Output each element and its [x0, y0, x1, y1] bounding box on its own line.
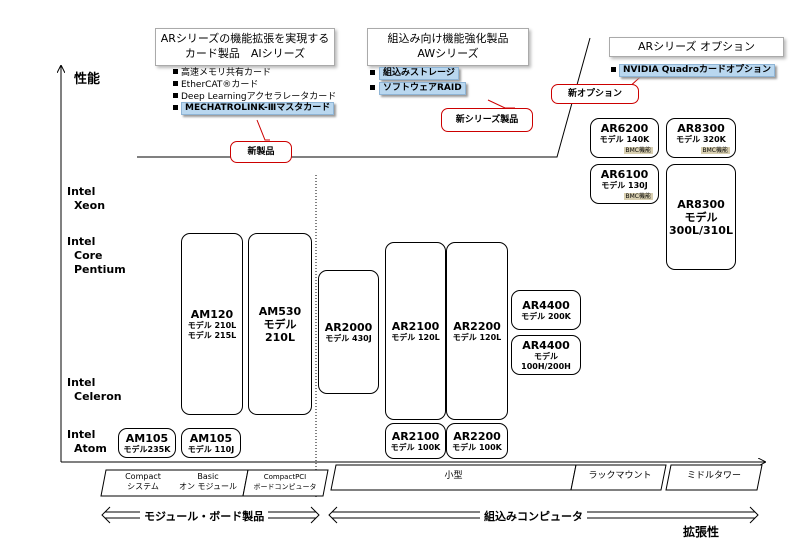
- bmc-badge: BMC機能: [623, 193, 653, 200]
- ai-item-4-highlight: MECHATROLINK-Ⅲマスタカード: [181, 102, 335, 115]
- bmc-badge: BMC機能: [700, 147, 730, 154]
- category-midtower: ミドルタワー: [686, 471, 741, 481]
- aw-item-1-highlight: 組込みストレージ: [379, 67, 459, 80]
- category-basic-module: Basic オン モジュール: [179, 472, 237, 491]
- category-compact-system: Compact システム: [125, 472, 161, 491]
- category-small: 小型: [444, 471, 463, 481]
- ai-item-4-bullet: [173, 104, 181, 115]
- x-axis-label: 拡張性: [683, 525, 720, 539]
- ai-item-2: EtherCAT®カード: [173, 80, 258, 91]
- callout-new-option: 新オプション: [551, 84, 639, 104]
- option-item-highlight: NVIDIA Quadroカードオプション: [619, 64, 775, 77]
- bmc-badge: BMC機能: [623, 147, 653, 154]
- category-rackmount: ラックマウント: [588, 471, 652, 481]
- callout-new-product: 新製品: [230, 141, 292, 163]
- aw-item-2-highlight: ソフトウェアRAID: [379, 82, 466, 95]
- callout-new-series: 新シリーズ製品: [441, 108, 533, 132]
- y-axis-label: 性能: [74, 72, 101, 87]
- group-module-board: モジュール・ボード製品: [140, 508, 269, 524]
- aw-item-2-bullet: [370, 84, 378, 95]
- ai-series-header: ARシリーズの機能拡張を実現するカード製品 AIシリーズ: [155, 28, 335, 66]
- aw-item-1-bullet: [370, 69, 378, 80]
- group-embedded: 組込みコンピュータ: [480, 508, 587, 524]
- ai-item-1: 高速メモリ共有カード: [173, 68, 271, 79]
- ai-item-3: Deep Learningアクセラレータカード: [173, 92, 336, 103]
- category-compactpci: CompactPCI ボードコンピュータ: [253, 473, 317, 491]
- option-item-bullet: [611, 66, 619, 77]
- ar-option-header: ARシリーズ オプション: [609, 37, 784, 57]
